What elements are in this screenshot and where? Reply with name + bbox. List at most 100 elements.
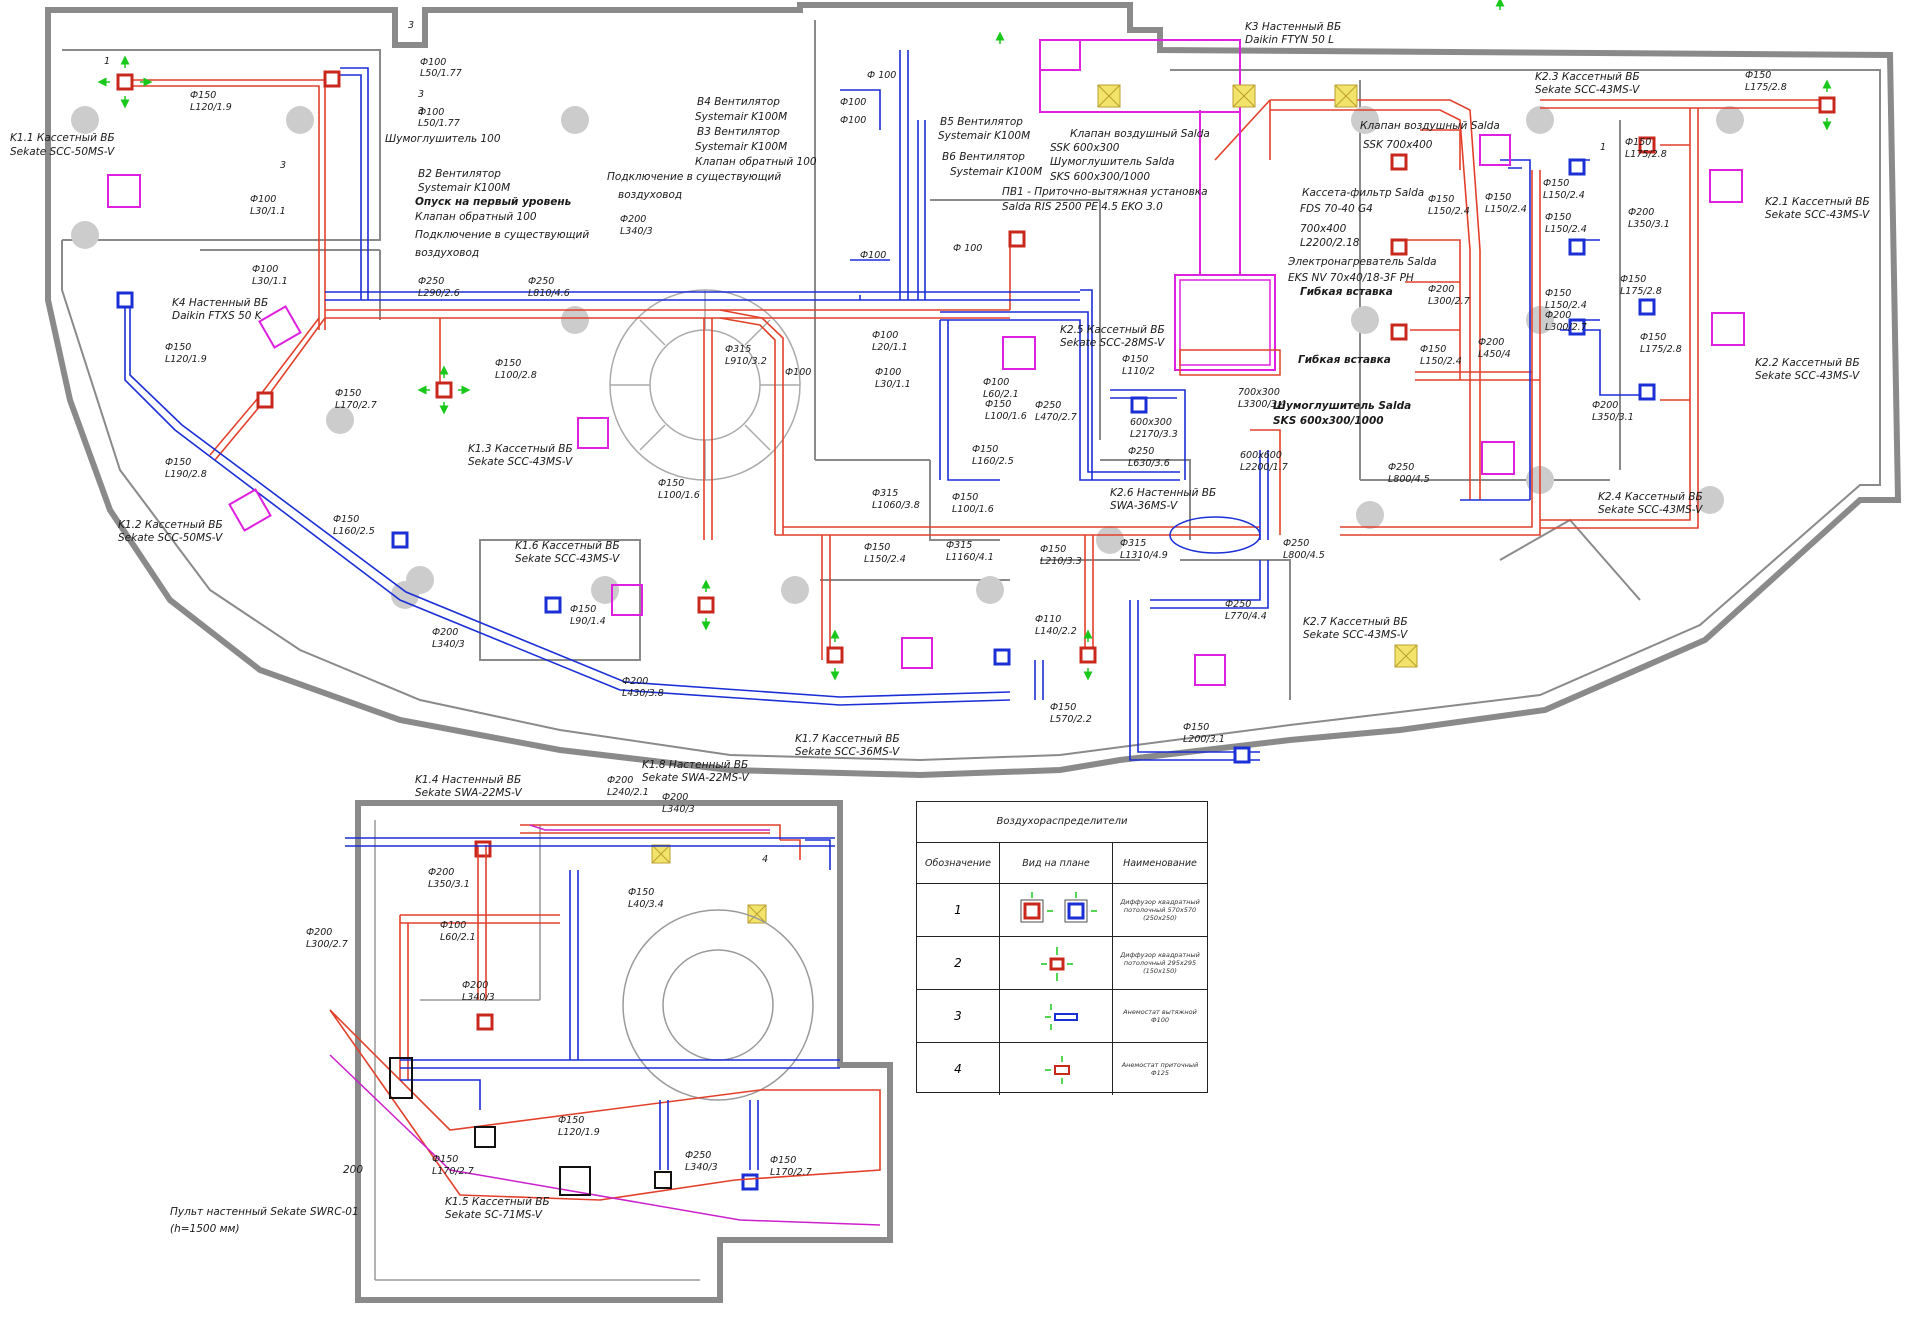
legend-header-designation: Обозначение [917,843,1000,883]
svg-text:L120/1.9: L120/1.9 [165,354,207,365]
fan-v4-1: B4 Вентилятор [697,96,780,108]
svg-text:Ф200: Ф200 [1628,207,1654,218]
fan-v2-1: B2 Вентилятор [418,168,501,180]
svg-text:Ф150: Ф150 [1428,194,1454,205]
svg-text:4: 4 [762,854,768,865]
svg-text:Ф100: Ф100 [860,250,886,261]
svg-text:3: 3 [418,106,424,117]
svg-text:K1.8 Настенный ВБ: K1.8 Настенный ВБ [642,759,748,771]
svg-text:Ф100: Ф100 [840,97,866,108]
svg-text:L30/1.1: L30/1.1 [875,379,911,390]
svg-text:Ф 100: Ф 100 [953,243,982,254]
k4-line1: K4 Настенный ВБ [172,297,268,309]
svg-text:Ф200: Ф200 [622,676,648,687]
svg-text:Ф150: Ф150 [570,604,596,615]
svg-text:Ф200: Ф200 [607,775,633,786]
svg-text:L2200/1.7: L2200/1.7 [1240,462,1288,473]
svg-text:Ф150: Ф150 [1545,212,1571,223]
svg-text:L1160/4.1: L1160/4.1 [946,552,994,563]
svg-text:L300/2.7: L300/2.7 [1428,296,1470,307]
k24-line2: Sekate SCC-43MS-V [1598,504,1703,516]
svg-text:(h=1500 мм): (h=1500 мм) [170,1223,240,1235]
svg-text:L340/3: L340/3 [662,804,695,815]
fan-v5-1: B5 Вентилятор [940,116,1023,128]
legend-row-description: Анемостат приточный Ф125 [1121,1060,1199,1077]
svg-text:Ф150: Ф150 [1745,70,1771,81]
svg-text:Ф 100: Ф 100 [867,70,896,81]
legend-header-name: Наименование [1123,857,1197,869]
svg-text:Sekate SWA-22MS-V: Sekate SWA-22MS-V [415,787,522,799]
svg-text:L1310/4.9: L1310/4.9 [1120,550,1168,561]
k22-line1: K2.2 Кассетный ВБ [1755,357,1860,369]
fan-v2-5: воздуховод [415,247,479,259]
building-walls-inner [61,20,1881,762]
svg-text:Ф250: Ф250 [1388,462,1414,473]
svg-text:L175/2.8: L175/2.8 [1745,82,1787,93]
k26-line2: SWA-36MS-V [1110,500,1178,512]
svg-text:Ф150: Ф150 [972,444,998,455]
k4-line2: Daikin FTXS 50 K [172,310,263,322]
unit-labels: K1.1 Кассетный ВБ Sekate SCC-50MS-V K1.2… [10,21,1870,758]
svg-text:L110/2: L110/2 [1122,366,1155,377]
svg-text:K1.4 Настенный ВБ: K1.4 Настенный ВБ [415,774,521,786]
valve-right-2: SSK 700x400 [1363,139,1433,151]
svg-text:Ф100: Ф100 [420,57,446,68]
k23-line1: K2.3 Кассетный ВБ [1535,71,1640,83]
lower-exhaust-ducts [345,837,840,1170]
svg-text:L170/2.7: L170/2.7 [432,1166,474,1177]
svg-text:Ф200: Ф200 [1428,284,1454,295]
fan-v3-2: Systemair K100M [695,141,787,153]
svg-text:L50/1.77: L50/1.77 [420,68,462,79]
svg-text:L800/4.5: L800/4.5 [1388,474,1430,485]
svg-text:3: 3 [280,160,286,171]
svg-text:Ф100: Ф100 [872,330,898,341]
svg-text:Ф250: Ф250 [1225,599,1251,610]
heater-1: Электронагреватель Salda [1287,256,1437,268]
svg-text:L3300/3.4: L3300/3.4 [1238,399,1286,410]
k17-line1: K1.7 Кассетный ВБ [795,733,900,745]
k16-line1: K1.6 Кассетный ВБ [515,540,620,552]
duct700-1: 700x400 [1300,223,1347,235]
svg-text:Ф150: Ф150 [1040,544,1066,555]
svg-text:L340/3: L340/3 [620,226,653,237]
svg-text:Ф200: Ф200 [662,792,688,803]
svg-text:Ф200: Ф200 [1545,310,1571,321]
k11-line1: K1.1 Кассетный ВБ [10,132,115,144]
legend-row-symbol [1000,884,1113,936]
svg-text:Ф150: Ф150 [165,342,191,353]
svg-text:Ф250: Ф250 [1035,400,1061,411]
svg-text:Ф200: Ф200 [462,980,488,991]
svg-text:Ф150: Ф150 [1640,332,1666,343]
svg-text:L350/3.1: L350/3.1 [1628,219,1670,230]
svg-text:L160/2.5: L160/2.5 [333,526,375,537]
connect-existing-1: Подключение в существующий [607,171,781,183]
svg-text:Ф150: Ф150 [985,399,1011,410]
svg-text:Ф150: Ф150 [1543,178,1569,189]
svg-text:Ф150: Ф150 [432,1154,458,1165]
legend-row: 4 Анемостат приточный Ф125 [917,1043,1207,1095]
svg-text:L770/4.4: L770/4.4 [1225,611,1267,622]
k27-line2: Sekate SCC-43MS-V [1303,629,1408,641]
lower-supply-ducts [329,824,881,1201]
svg-text:Ф100: Ф100 [983,377,1009,388]
k25-line1: K2.5 Кассетный ВБ [1060,324,1165,336]
svg-text:Ф250: Ф250 [418,276,444,287]
check-valve: Клапан обратный 100 [695,156,817,168]
legend-header: Обозначение Вид на плане Наименование [917,843,1207,884]
legend-row-number: 1 [917,884,1000,936]
drop-first-level: Опуск на первый уровень [415,196,572,208]
k11-line2: Sekate SCC-50MS-V [10,146,115,158]
fan-v2-2: Systemair K100M [418,182,510,194]
svg-text:L800/4.5: L800/4.5 [1283,550,1325,561]
svg-text:L430/3.8: L430/3.8 [622,688,664,699]
lower-purple-ducts [329,824,881,1226]
svg-text:Ф150: Ф150 [1183,722,1209,733]
legend-row-description: Анемостат вытяжной Ф100 [1123,1007,1197,1024]
heater-2: EKS NV 70x40/18-3F PH [1288,272,1414,284]
svg-text:Ф150: Ф150 [1420,344,1446,355]
svg-text:3: 3 [418,89,424,100]
svg-text:L150/2.4: L150/2.4 [864,554,906,565]
svg-text:L300/2.7: L300/2.7 [1545,322,1587,333]
k3-line1: K3 Настенный ВБ [1245,21,1341,33]
